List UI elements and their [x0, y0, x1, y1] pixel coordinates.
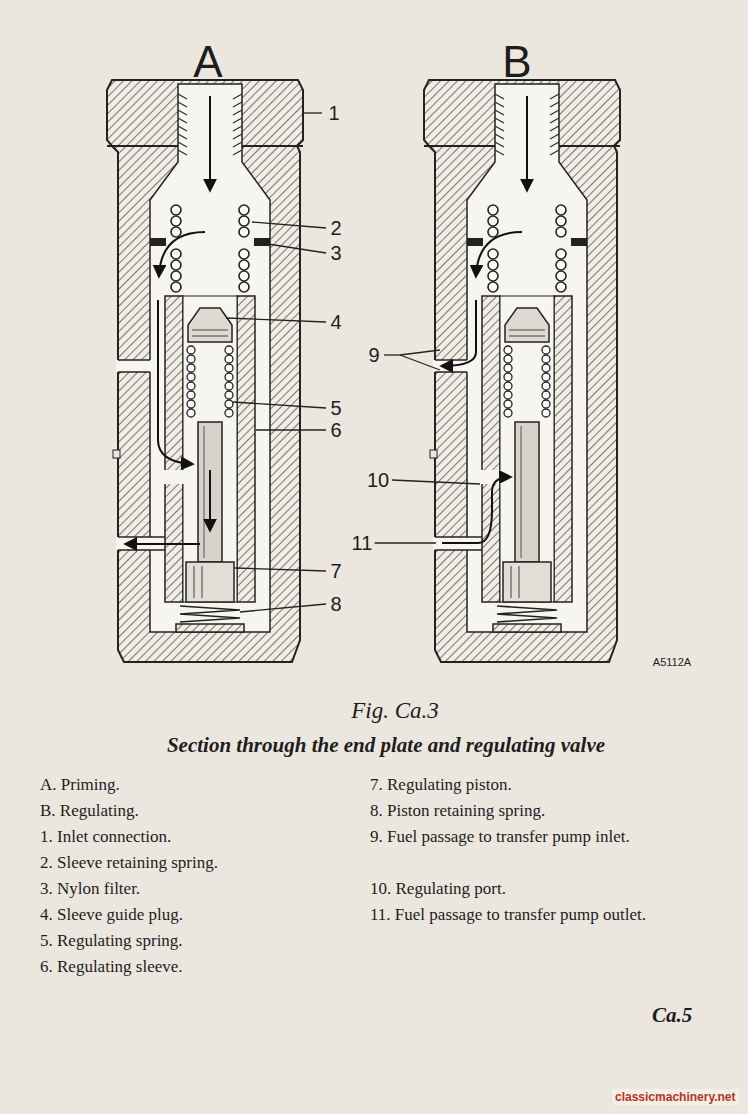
- callout-number: 8: [328, 594, 343, 614]
- callout-number: 5: [328, 398, 343, 418]
- callout-number: 2: [328, 218, 343, 238]
- callout-number: 11: [350, 533, 375, 553]
- key-entry: B. Regulating.: [40, 798, 360, 824]
- watermark: classicmachinery.net: [612, 1089, 739, 1105]
- figure-caption: Section through the end plate and regula…: [167, 733, 605, 758]
- callout-number: 4: [328, 312, 343, 332]
- key-entry: 4. Sleeve guide plug.: [40, 902, 360, 928]
- key-entry: 10. Regulating port.: [370, 876, 680, 902]
- key-entry: 1. Inlet connection.: [40, 824, 360, 850]
- key-entry: 3. Nylon filter.: [40, 876, 360, 902]
- key-entry: 9. Fuel passage to transfer pump inlet.: [370, 824, 680, 850]
- callout-number: 1: [326, 103, 341, 123]
- key-entry: 5. Regulating spring.: [40, 928, 360, 954]
- view-letter: B: [502, 37, 531, 87]
- key-entry: 7. Regulating piston.: [370, 772, 680, 798]
- drawing-number: A5112A: [653, 656, 691, 668]
- figure-title: Fig. Ca.3: [351, 698, 439, 724]
- callout-number: 3: [328, 243, 343, 263]
- key-entry: 11. Fuel passage to transfer pump outlet…: [370, 902, 680, 928]
- key-entry: 6. Regulating sleeve.: [40, 954, 360, 980]
- key-entry: 8. Piston retaining spring.: [370, 798, 680, 824]
- callout-number: 10: [365, 470, 391, 490]
- callout-number: 7: [328, 561, 343, 581]
- key-entry: 2. Sleeve retaining spring.: [40, 850, 360, 876]
- page-number: Ca.5: [652, 1003, 692, 1028]
- key-entry: A. Priming.: [40, 772, 360, 798]
- callout-number: 6: [328, 420, 343, 440]
- view-letter: A: [193, 37, 222, 87]
- callout-number: 9: [366, 345, 381, 365]
